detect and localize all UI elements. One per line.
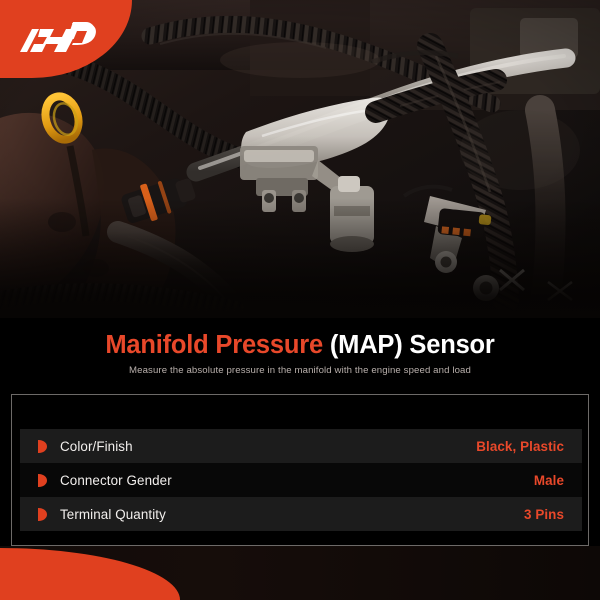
title-white-part: (MAP) Sensor: [329, 331, 495, 359]
spec-value: Male: [533, 472, 564, 488]
title-red-part: Manifold Pressure: [105, 331, 323, 359]
title-block: Manifold Pressure (MAP) Sensor Measure t…: [0, 331, 600, 376]
table-row: Terminal Quantity 3 Pins: [20, 497, 582, 531]
specifications-table: Color/Finish Black, Plastic Connector Ge…: [20, 429, 582, 531]
table-row: Color/Finish Black, Plastic: [20, 429, 582, 463]
spec-label: Color/Finish: [60, 438, 133, 454]
page-subtitle: Measure the absolute pressure in the man…: [129, 364, 471, 376]
specifications-panel: Color/Finish Black, Plastic Connector Ge…: [11, 394, 589, 546]
ap-monogram-logo-icon: [20, 22, 96, 52]
spec-label: Terminal Quantity: [60, 506, 166, 522]
table-row: Connector Gender Male: [20, 463, 582, 497]
spec-value: 3 Pins: [523, 506, 564, 522]
spec-label: Connector Gender: [60, 472, 172, 488]
spec-value: Black, Plastic: [476, 438, 564, 454]
page-title: Manifold Pressure (MAP) Sensor: [0, 331, 600, 360]
half-circle-bullet-icon: [38, 507, 47, 521]
half-circle-bullet-icon: [38, 439, 47, 453]
half-circle-bullet-icon: [38, 473, 47, 487]
